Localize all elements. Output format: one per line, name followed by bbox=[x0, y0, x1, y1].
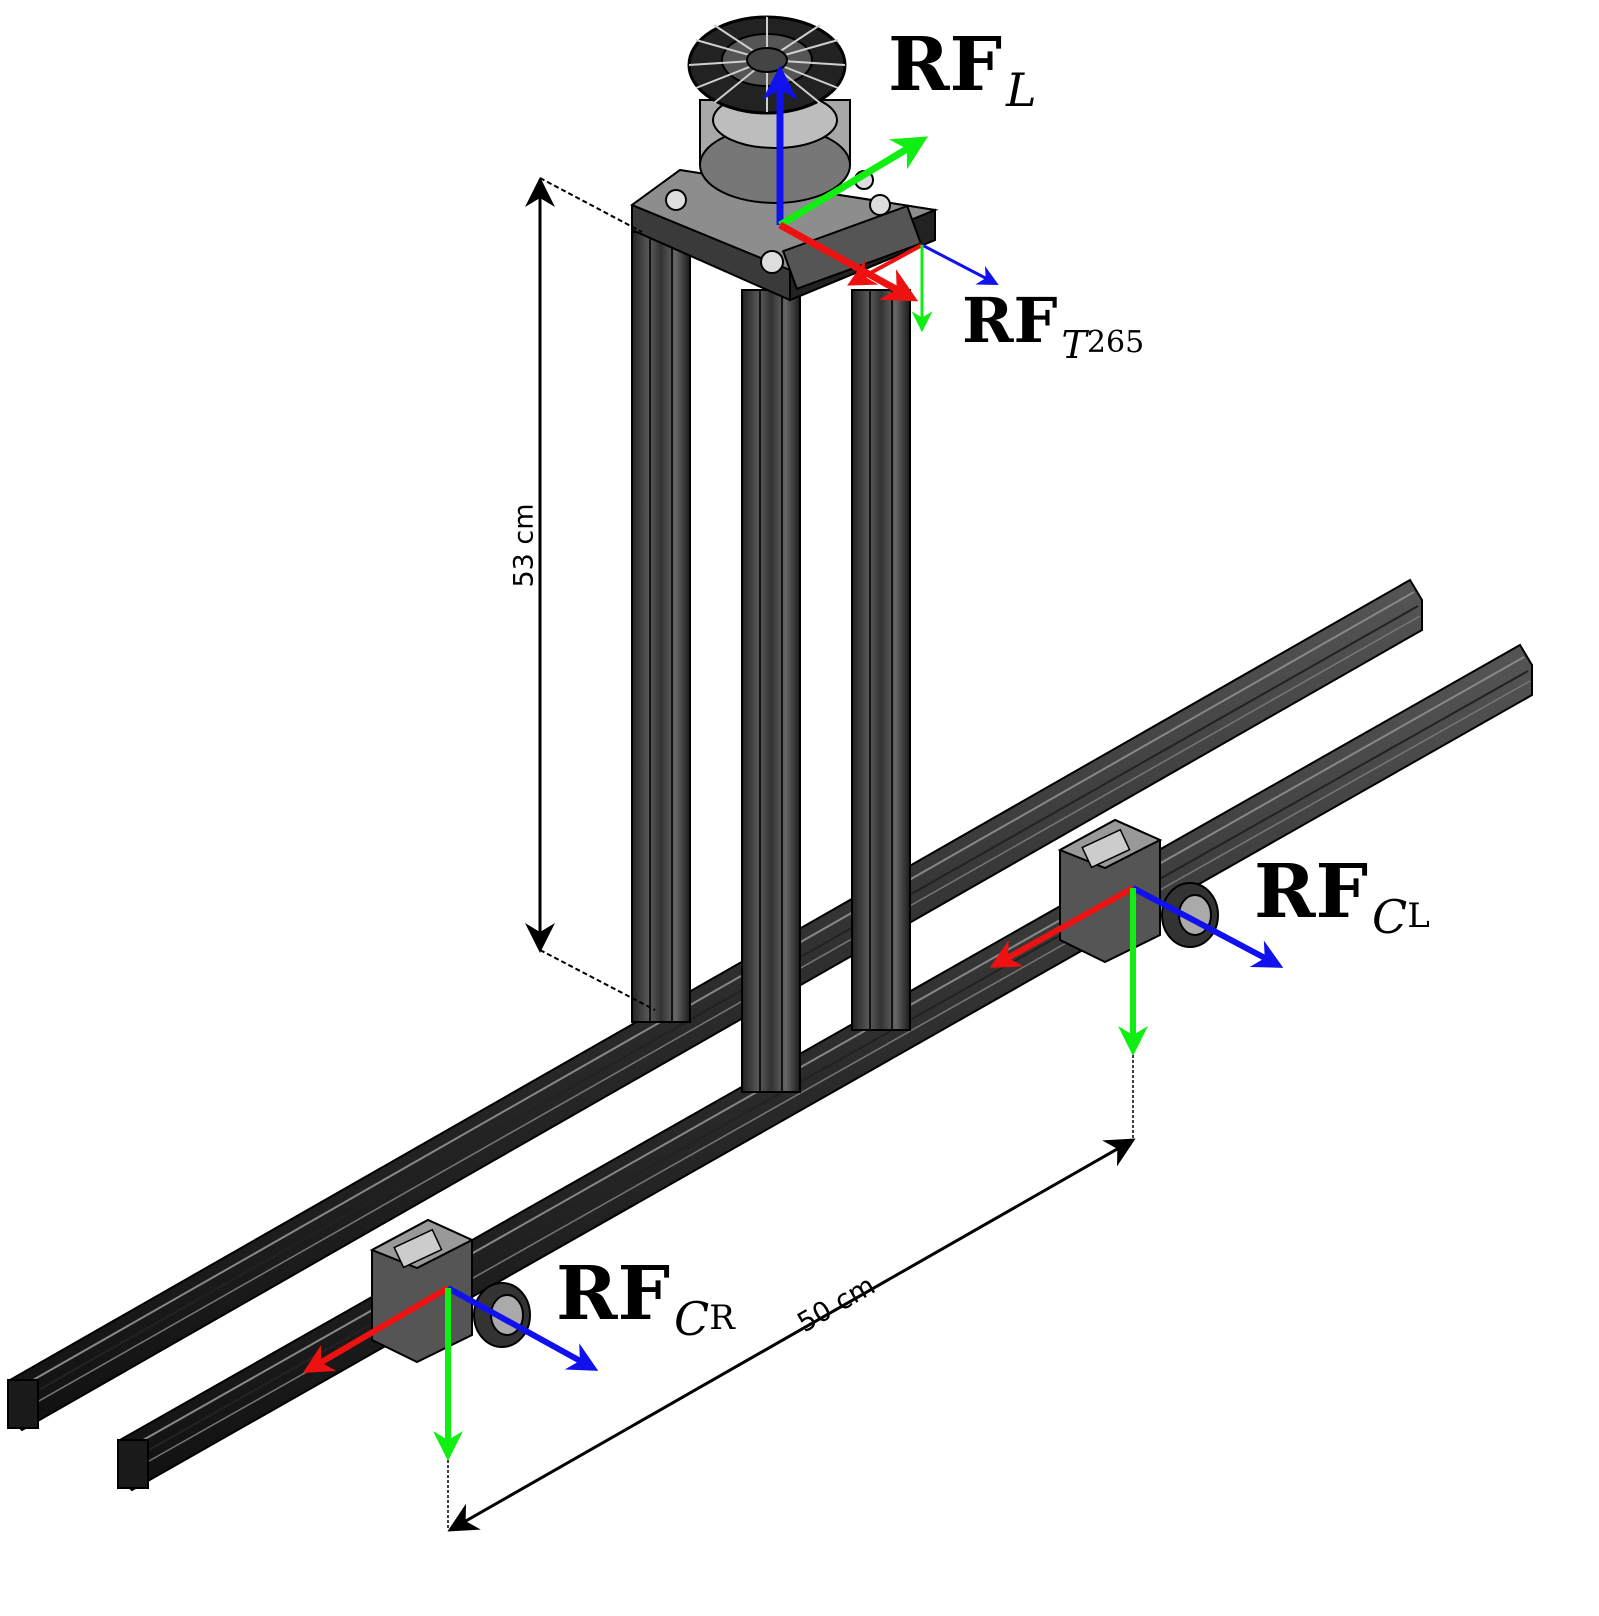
label-rf-cl-sub: C bbox=[1372, 890, 1408, 944]
rf-t265-x-axis bbox=[847, 243, 923, 286]
label-rf-cr-subsub: R bbox=[709, 1298, 735, 1338]
label-rf-cl: RFCL bbox=[1254, 855, 1430, 940]
rf-cl-z-axis bbox=[1131, 885, 1284, 968]
rf-cl-x-axis bbox=[989, 885, 1135, 968]
axes-rf-t265 bbox=[847, 243, 999, 333]
rf-l-y-axis bbox=[778, 136, 929, 229]
label-rf-l-sub: L bbox=[1006, 63, 1037, 117]
post-back-left bbox=[631, 231, 691, 1023]
label-rf-cr-sub: C bbox=[674, 1292, 710, 1346]
label-rf-t265-subsub: 265 bbox=[1086, 325, 1145, 360]
label-rf-l: RFL bbox=[888, 28, 1037, 113]
post-front bbox=[741, 289, 801, 1093]
label-rf-cl-main: RF bbox=[1254, 849, 1369, 935]
dimension-height-label: 53 cm bbox=[508, 503, 540, 588]
post-back-right bbox=[851, 289, 911, 1031]
front-rail bbox=[117, 643, 1533, 1492]
label-rf-t265-main: RF bbox=[962, 284, 1058, 357]
label-rf-cr-main: RF bbox=[556, 1251, 671, 1337]
lidar-sensor bbox=[687, 15, 851, 204]
rf-cr-x-axis bbox=[302, 1285, 450, 1374]
label-rf-t265-sub: T bbox=[1061, 323, 1087, 367]
rf-t265-z-axis bbox=[921, 243, 999, 285]
axes-rf-l bbox=[762, 65, 929, 302]
axes-rf-cl bbox=[989, 885, 1284, 1056]
dimension-height bbox=[525, 177, 656, 1011]
dimension-baseline bbox=[447, 1055, 1136, 1532]
label-rf-cl-subsub: L bbox=[1407, 896, 1430, 936]
back-rail bbox=[7, 578, 1423, 1432]
vertical-posts bbox=[631, 231, 911, 1093]
label-rf-cr: RFCR bbox=[556, 1257, 735, 1342]
label-rf-l-main: RF bbox=[888, 22, 1003, 108]
rf-l-x-axis bbox=[778, 221, 919, 302]
